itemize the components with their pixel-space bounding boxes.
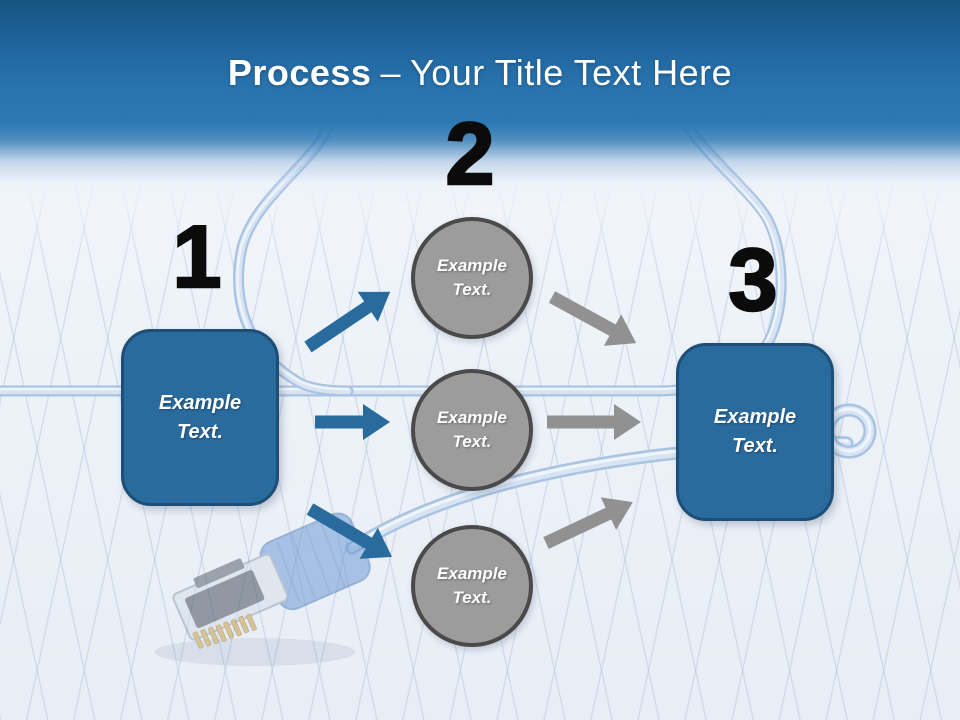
middle-circle-1: Example Text. <box>411 217 533 339</box>
circle-3-label: Example Text. <box>437 564 507 607</box>
title-separator: – <box>380 52 401 93</box>
step-number-1: 1 <box>171 207 222 306</box>
circle-2-label: Example Text. <box>437 408 507 451</box>
title-emphasis: Process <box>227 52 372 93</box>
right-box-label: Example Text. <box>713 406 797 457</box>
left-process-box: Example Text. <box>121 329 279 506</box>
step-number-2: 2 <box>444 104 495 203</box>
middle-circle-3: Example Text. <box>411 525 533 647</box>
slide-title: Process–Your Title Text Here <box>0 53 960 93</box>
title-remainder: Your Title Text Here <box>409 52 733 93</box>
left-box-label: Example Text. <box>158 391 242 443</box>
right-process-box: Example Text. <box>676 343 834 521</box>
step-number-3: 3 <box>727 230 778 329</box>
middle-circle-2: Example Text. <box>411 369 533 491</box>
circle-1-label: Example Text. <box>437 256 507 299</box>
